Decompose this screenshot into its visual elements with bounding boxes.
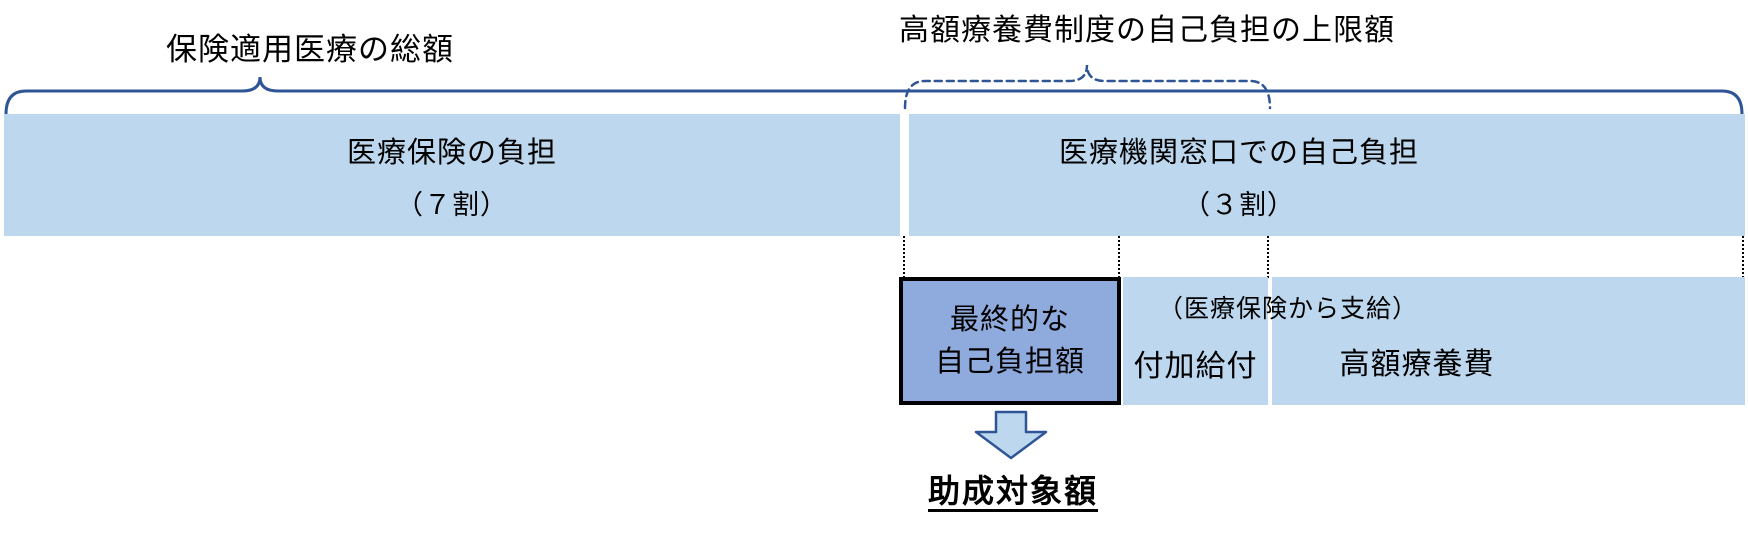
dotted-connector-right xyxy=(1742,236,1744,278)
subsidy-target-label: 助成対象額 xyxy=(927,473,1098,509)
title-total-insured-medical: 保険適用医療の総額 xyxy=(166,32,454,67)
paid-from-insurance-note: （医療保険から支給） xyxy=(1157,295,1418,323)
window-copay-bar: 医療機関窓口での自己負担 （３割） xyxy=(909,114,1745,236)
additional-benefit-label: 付加給付 xyxy=(1133,350,1258,383)
insurer-share-label: 医療保険の負担 xyxy=(346,136,557,169)
window-copay-ratio: （３割） xyxy=(1183,189,1295,220)
insurer-share-ratio: （７割） xyxy=(396,189,508,220)
high-cost-benefit-label: 高額療養費 xyxy=(1339,348,1495,381)
down-arrow-icon xyxy=(972,410,1050,460)
dotted-connector-left xyxy=(903,236,905,278)
total-amount-brace-icon xyxy=(4,74,1744,116)
insurer-share-bar: 医療保険の負担 （７割） xyxy=(4,114,900,236)
title-high-cost-cap: 高額療養費制度の自己負担の上限額 xyxy=(899,14,1395,47)
cap-amount-dashed-brace-icon xyxy=(903,60,1272,110)
dotted-connector-mid1 xyxy=(1118,236,1120,278)
high-cost-benefit-box xyxy=(1272,277,1745,405)
final-copay-line2: 自己負担額 xyxy=(934,346,1085,378)
dotted-connector-mid2 xyxy=(1267,236,1269,278)
additional-benefit-box xyxy=(1123,277,1268,405)
window-copay-label: 医療機関窓口での自己負担 xyxy=(1058,136,1419,169)
final-copay-line1: 最終的な xyxy=(949,303,1070,336)
final-copay-box: 最終的な 自己負担額 xyxy=(899,277,1121,405)
